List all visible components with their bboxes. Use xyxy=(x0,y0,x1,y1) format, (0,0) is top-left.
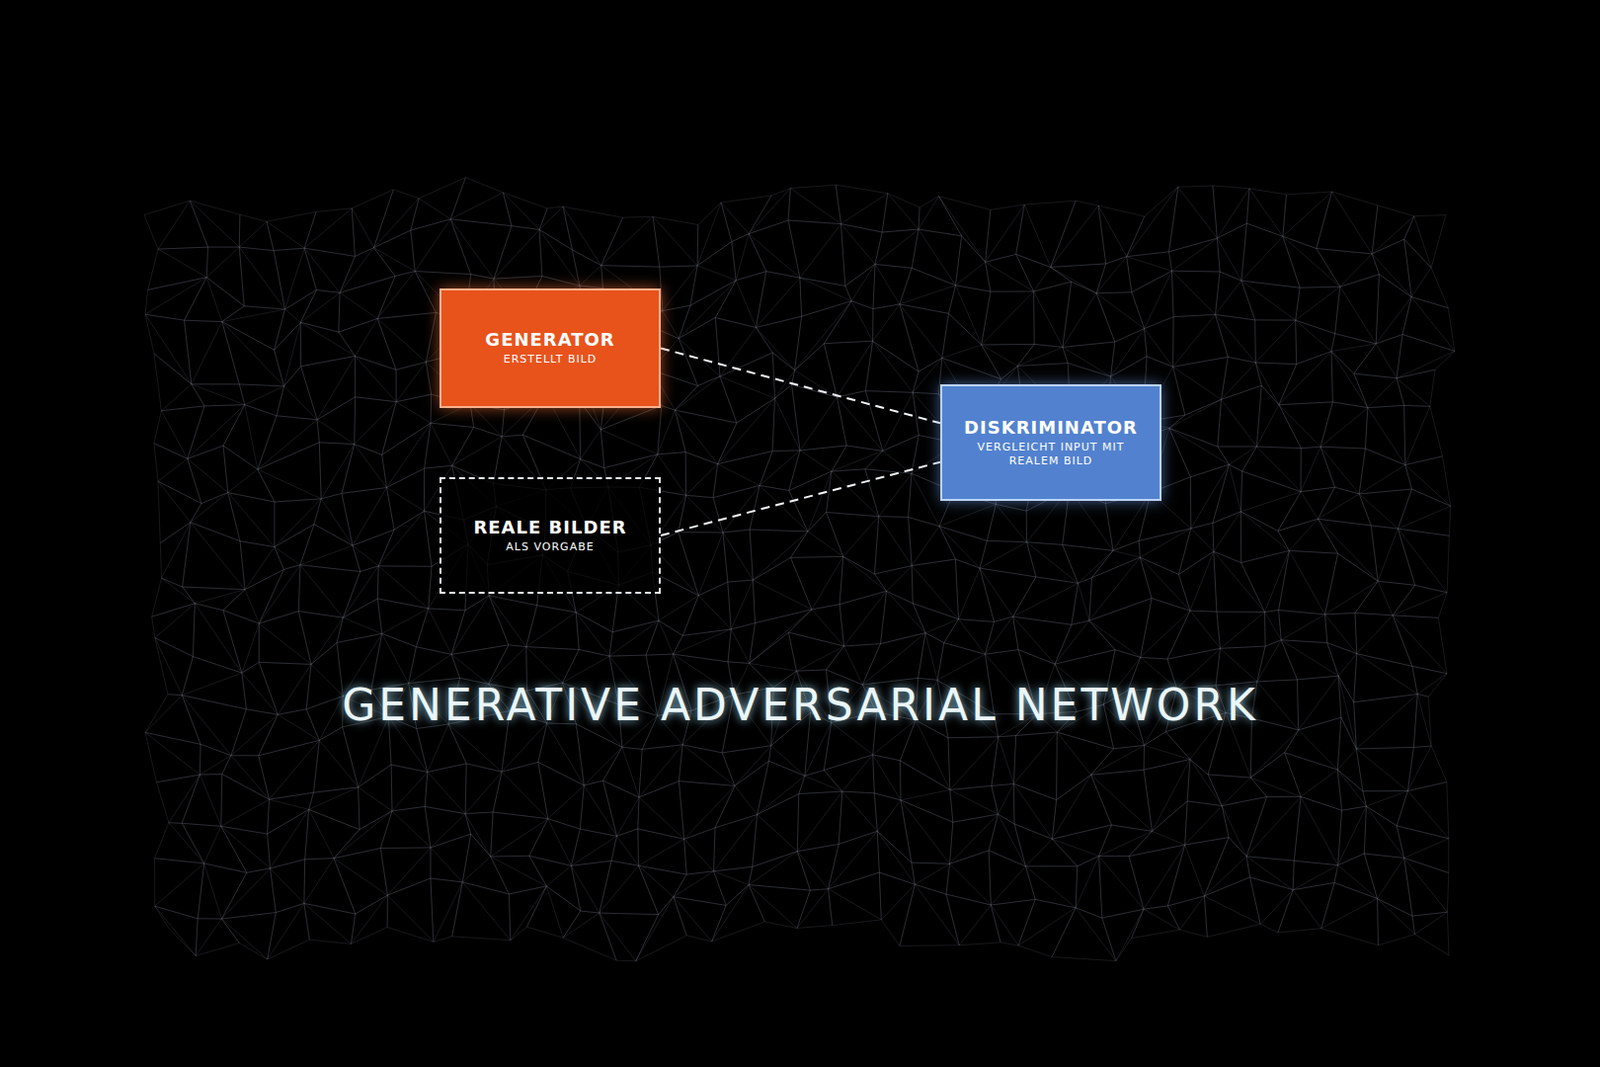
generator-box: GENERATOR ERSTELLT BILD xyxy=(439,288,661,408)
box-heading: REALE BILDER xyxy=(473,516,627,538)
diagram-title: GENERATIVE ADVERSARIAL NETWORK xyxy=(0,679,1600,730)
mesh-lines xyxy=(144,177,1455,961)
box-subtext: VERGLEICHT INPUT MIT REALEM BILD xyxy=(966,440,1135,470)
dashed-connector xyxy=(660,462,941,536)
box-subtext: ALS VORGABE xyxy=(505,540,594,555)
box-heading: GENERATOR xyxy=(484,328,615,350)
dashed-connector xyxy=(660,348,941,424)
box-heading: DISKRIMINATOR xyxy=(963,416,1138,438)
box-subtext: ERSTELLT BILD xyxy=(503,352,598,367)
data-box: REALE BILDER ALS VORGABE xyxy=(439,477,661,594)
discriminator-box: DISKRIMINATORVERGLEICHT INPUT MIT REALEM… xyxy=(940,384,1162,501)
